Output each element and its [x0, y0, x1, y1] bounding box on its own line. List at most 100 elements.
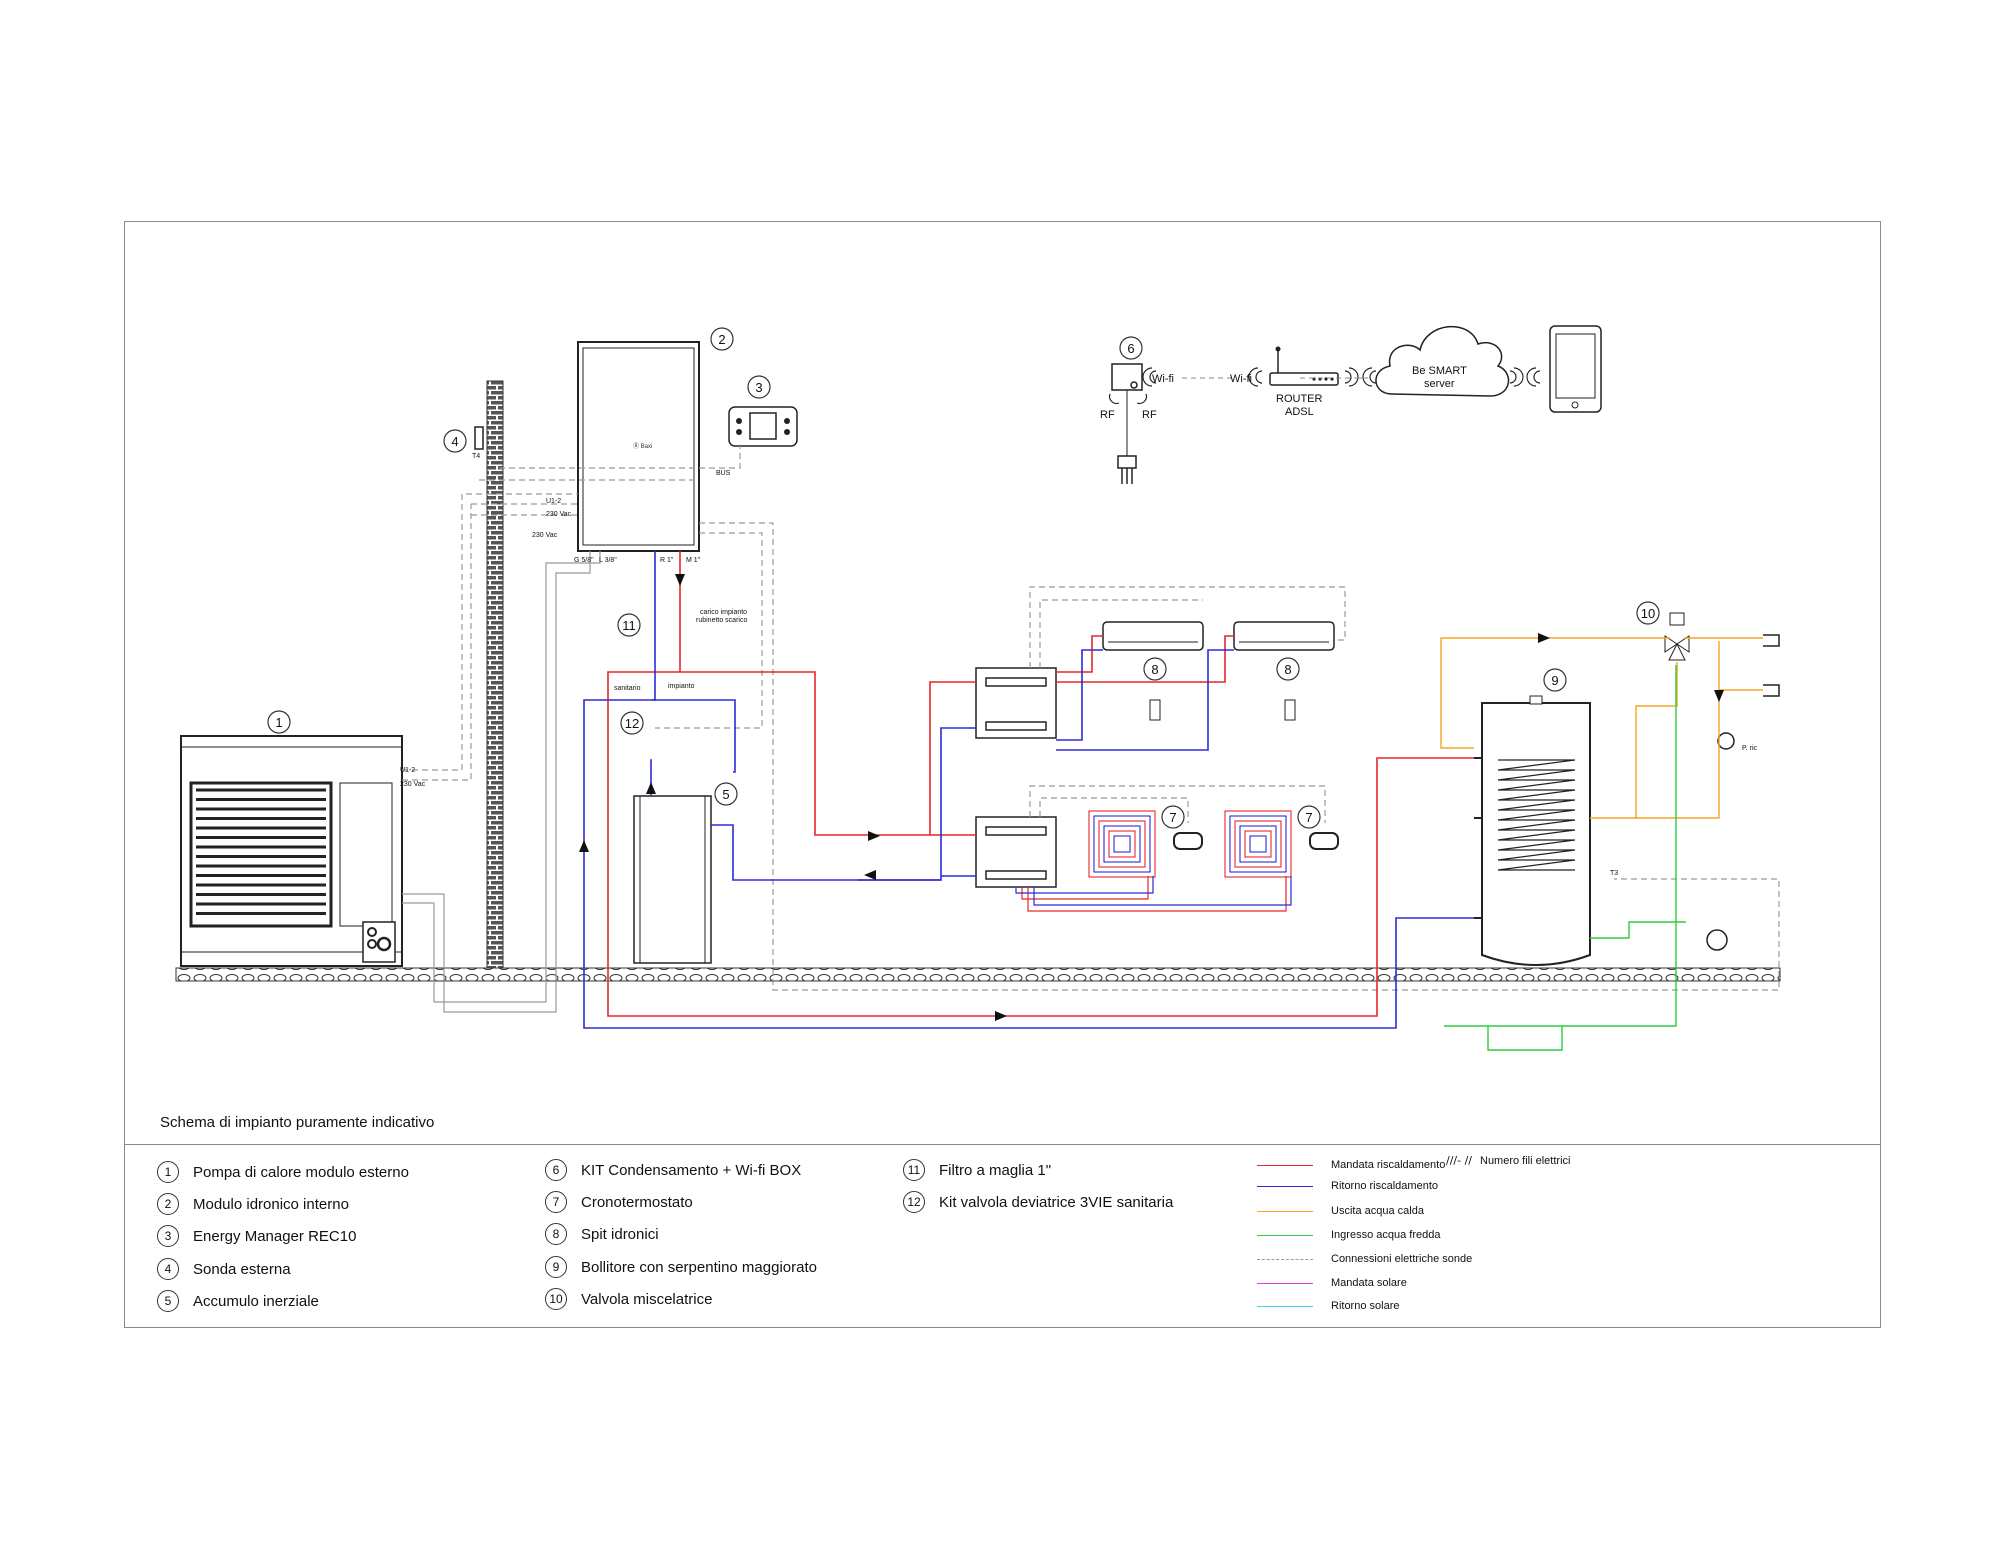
legend-label: Accumulo inerziale — [193, 1292, 319, 1310]
wires-symbol: ///- // — [1446, 1154, 1472, 1167]
legend-label: Energy Manager REC10 — [193, 1227, 357, 1245]
label-230vac: 230 Vac — [532, 532, 558, 539]
mixing-valve — [1664, 612, 1690, 661]
fan-grille — [196, 788, 326, 915]
label-pric: P. ric — [1742, 745, 1758, 752]
callout-text: 6 — [1127, 341, 1134, 356]
line-swatch — [1257, 1210, 1313, 1212]
callout-text: 2 — [718, 332, 725, 347]
label-rubinetto: rubinetto scarico — [696, 617, 747, 624]
line-legend-item: Mandata solare — [1257, 1275, 1407, 1291]
outdoor-probe — [474, 426, 484, 450]
shower-head — [1763, 684, 1780, 697]
legend-number: 1 — [157, 1161, 179, 1183]
callout-text: 5 — [722, 787, 729, 802]
brick-wall — [486, 380, 504, 969]
callout-text: 3 — [755, 380, 762, 395]
callout-7a — [1161, 805, 1185, 829]
line-swatch — [1257, 1164, 1313, 1166]
legend-number: 2 — [157, 1193, 179, 1215]
chronothermostat — [1309, 832, 1339, 850]
label-m1: M 1" — [686, 557, 701, 564]
wires-label: Numero fili elettrici — [1480, 1154, 1571, 1167]
legend-separator — [124, 1144, 1881, 1145]
line-legend-label: Mandata solare — [1331, 1277, 1407, 1289]
callout-text: 12 — [625, 716, 639, 731]
drawing-frame — [124, 221, 1881, 1328]
label-l38: L 3/8" — [599, 557, 617, 564]
callout-text: 9 — [1551, 673, 1558, 688]
label-router: ROUTER — [1276, 393, 1323, 405]
legend-number: 10 — [545, 1288, 567, 1310]
line-swatch — [1257, 1234, 1313, 1236]
callout-7b — [1297, 805, 1321, 829]
legend-number: 11 — [903, 1159, 925, 1181]
dhw-boiler — [1474, 695, 1591, 966]
legend-label: Pompa di calore modulo esterno — [193, 1163, 409, 1181]
legend-number: 12 — [903, 1191, 925, 1213]
label-u12: U1-2 — [546, 498, 561, 505]
callout-8b — [1276, 657, 1300, 681]
heat-pump-outdoor-unit — [180, 735, 403, 967]
floor-heating-coils — [1088, 810, 1292, 878]
line-legend-item: Ingresso acqua fredda — [1257, 1227, 1440, 1243]
fan-coil-unit — [1233, 621, 1335, 721]
inertial-storage-tank — [633, 795, 712, 964]
label-g58: G 5/8" — [574, 557, 594, 564]
wifi-box — [1111, 363, 1143, 484]
label-rf: RF — [1100, 409, 1115, 421]
legend-label: Sonda esterna — [193, 1260, 291, 1278]
diagram-note: Schema di impianto puramente indicativo — [160, 1114, 435, 1131]
legend-label: Modulo idronico interno — [193, 1195, 349, 1213]
line-legend-label: Mandata riscaldamento — [1331, 1159, 1446, 1171]
callout-11 — [617, 613, 641, 637]
line-legend-item: Ritorno riscaldamento — [1257, 1178, 1438, 1194]
ground-strip — [175, 967, 1781, 982]
energy-manager-device — [728, 406, 798, 447]
line-legend-label: Ritorno solare — [1331, 1300, 1400, 1312]
line-swatch — [1257, 1185, 1313, 1187]
callout-text: 11 — [622, 618, 636, 633]
hydronic-module: Ⓡ Baxi — [577, 341, 700, 552]
legend-number: 6 — [545, 1159, 567, 1181]
legend-number: 5 — [157, 1290, 179, 1312]
label-t4: T4 — [472, 453, 480, 460]
callout-text: 8 — [1151, 662, 1158, 677]
legend-label: Cronotermostato — [581, 1193, 693, 1211]
label-rf: RF — [1142, 409, 1157, 421]
label-bus: BUS — [716, 470, 731, 477]
line-swatch — [1257, 1282, 1313, 1284]
line-legend-label: Connessioni elettriche sonde — [1331, 1253, 1473, 1265]
callout-8a — [1143, 657, 1167, 681]
line-legend-label: Uscita acqua calda — [1331, 1205, 1424, 1217]
line-legend-label: Ingresso acqua fredda — [1331, 1229, 1441, 1241]
label-carico: carico impianto — [700, 609, 747, 616]
label-wifi: Wi-fi — [1230, 373, 1252, 385]
legend-label: Valvola miscelatrice — [581, 1290, 713, 1308]
line-legend-label: Ritorno riscaldamento — [1331, 1180, 1438, 1192]
label-besmart: Be SMART — [1412, 365, 1467, 377]
legend-item: 12 Kit valvola deviatrice 3VIE sanitaria — [903, 1189, 1173, 1215]
router-adsl — [1269, 346, 1339, 386]
callout-3 — [747, 375, 771, 399]
svg-text:Ⓡ Baxi: Ⓡ Baxi — [633, 442, 652, 450]
legend-number: 9 — [545, 1256, 567, 1278]
legend-item: 3 Energy Manager REC10 — [157, 1223, 356, 1249]
legend-label: KIT Condensamento + Wi-fi BOX — [581, 1161, 802, 1179]
label-impianto: impianto — [668, 683, 695, 690]
legend-number: 3 — [157, 1225, 179, 1247]
callout-2 — [710, 327, 734, 351]
legend-item: 2 Modulo idronico interno — [157, 1191, 349, 1217]
label-server: server — [1424, 378, 1455, 390]
callout-12 — [620, 711, 644, 735]
callout-5 — [714, 782, 738, 806]
callout-4 — [443, 429, 467, 453]
legend-label: Kit valvola deviatrice 3VIE sanitaria — [939, 1193, 1174, 1211]
label-230vac: 230 Vac — [546, 511, 572, 518]
callout-6 — [1119, 336, 1143, 360]
tablet-device — [1549, 325, 1602, 413]
